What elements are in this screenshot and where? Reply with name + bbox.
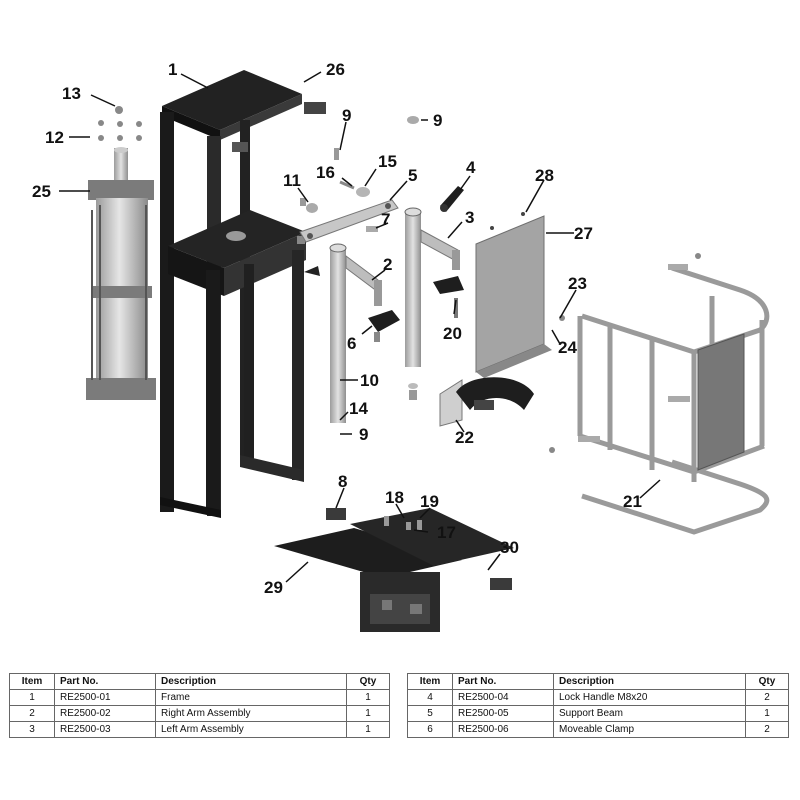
header-part-no: Part No. [452, 673, 554, 690]
callout-29: 29 [264, 578, 283, 597]
cell-qty: 1 [745, 705, 789, 722]
table-row: 2 RE2500-02 Right Arm Assembly 1 [9, 705, 390, 722]
callout-17: 17 [437, 523, 456, 542]
header-item: Item [9, 673, 55, 690]
table-header-row: Item Part No. Description Qty [407, 673, 789, 690]
parts-table-left: Item Part No. Description Qty 1 RE2500-0… [9, 673, 390, 738]
header-part-no: Part No. [54, 673, 156, 690]
exploded-view-diagram: 1 26 13 12 25 9 9 16 15 11 5 4 28 3 7 27… [32, 60, 770, 632]
callout-5: 5 [408, 166, 417, 185]
callout-30: 30 [500, 538, 519, 557]
callout-16: 16 [316, 163, 335, 182]
cell-item: 4 [407, 689, 453, 706]
parts-table-right: Item Part No. Description Qty 4 RE2500-0… [407, 673, 789, 738]
guard-mesh-panel [697, 333, 745, 471]
callout-18: 18 [385, 488, 404, 507]
cell-part-no: RE2500-05 [452, 705, 554, 722]
cell-qty: 1 [346, 689, 390, 706]
callout-11: 11 [283, 171, 301, 190]
callout-3: 3 [465, 208, 474, 227]
cell-part-no: RE2500-03 [54, 721, 156, 738]
callout-27: 27 [574, 224, 593, 243]
cell-description: Frame [155, 689, 347, 706]
header-description: Description [553, 673, 746, 690]
callout-1: 1 [168, 60, 177, 79]
support-beam-part [299, 199, 399, 243]
callout-2: 2 [383, 255, 392, 274]
callout-28: 28 [535, 166, 554, 185]
cell-description: Lock Handle M8x20 [553, 689, 746, 706]
callout-23: 23 [568, 274, 587, 293]
cell-part-no: RE2500-02 [54, 705, 156, 722]
table-header-row: Item Part No. Description Qty [9, 673, 390, 690]
cell-qty: 2 [745, 721, 789, 738]
frame-part [160, 70, 306, 518]
cell-qty: 1 [346, 705, 390, 722]
callout-6: 6 [347, 334, 356, 353]
callout-9-bottom: 9 [359, 425, 368, 444]
callout-20: 20 [443, 324, 462, 343]
guard-hardware [549, 253, 701, 453]
base-assembly-part [274, 508, 514, 632]
callout-10: 10 [360, 371, 379, 390]
cell-part-no: RE2500-04 [452, 689, 554, 706]
cell-description: Support Beam [553, 705, 746, 722]
callout-13: 13 [62, 84, 81, 103]
callout-19: 19 [420, 492, 439, 511]
callout-24: 24 [558, 338, 577, 357]
cell-description: Right Arm Assembly [155, 705, 347, 722]
table-row: 6 RE2500-06 Moveable Clamp 2 [407, 721, 789, 738]
cell-item: 2 [9, 705, 55, 722]
callout-25: 25 [32, 182, 51, 201]
callout-9-right: 9 [433, 111, 442, 130]
table-row: 3 RE2500-03 Left Arm Assembly 1 [9, 721, 390, 738]
header-qty: Qty [745, 673, 789, 690]
callout-12: 12 [45, 128, 64, 147]
table-row: 4 RE2500-04 Lock Handle M8x20 2 [407, 689, 789, 706]
callout-22: 22 [455, 428, 474, 447]
cell-item: 6 [407, 721, 453, 738]
cell-part-no: RE2500-06 [452, 721, 554, 738]
callout-21: 21 [623, 492, 642, 511]
cell-qty: 1 [346, 721, 390, 738]
cylinder-part [86, 106, 156, 400]
clamp-part [439, 377, 534, 427]
cell-item: 5 [407, 705, 453, 722]
header-item: Item [407, 673, 453, 690]
callout-7: 7 [381, 210, 390, 229]
callout-8: 8 [338, 472, 347, 491]
header-description: Description [155, 673, 347, 690]
header-qty: Qty [346, 673, 390, 690]
panel-part [475, 212, 552, 378]
cell-qty: 2 [745, 689, 789, 706]
left-arm-part [404, 186, 464, 400]
callout-14: 14 [349, 399, 368, 418]
callout-9-top: 9 [342, 106, 351, 125]
callout-15: 15 [378, 152, 397, 171]
table-row: 1 RE2500-01 Frame 1 [9, 689, 390, 706]
cell-item: 1 [9, 689, 55, 706]
table-row: 5 RE2500-05 Support Beam 1 [407, 705, 789, 722]
cell-item: 3 [9, 721, 55, 738]
guard-cage-part [577, 265, 770, 535]
cell-part-no: RE2500-01 [54, 689, 156, 706]
cell-description: Left Arm Assembly [155, 721, 347, 738]
callout-26: 26 [326, 60, 345, 79]
leader-lines [59, 71, 661, 583]
callout-4: 4 [466, 158, 476, 177]
cell-description: Moveable Clamp [553, 721, 746, 738]
hardware-parts [232, 102, 419, 244]
